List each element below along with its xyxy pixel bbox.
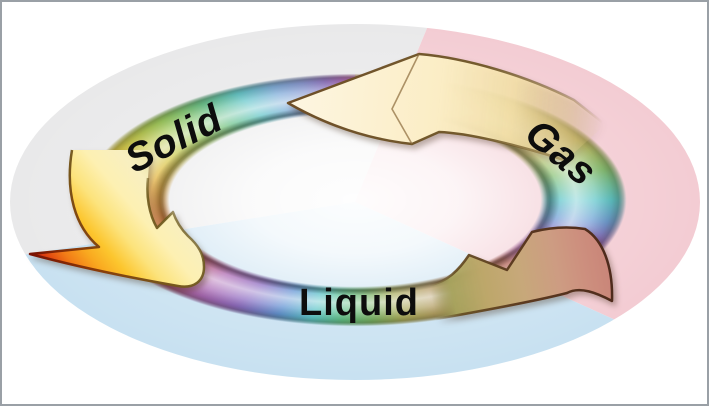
arrow-solid-to-liquid: [28, 149, 206, 288]
label-liquid: Liquid: [299, 282, 419, 324]
arrow-liquid-to-gas: [429, 226, 614, 322]
arrow-gas-to-solid: [286, 52, 606, 162]
